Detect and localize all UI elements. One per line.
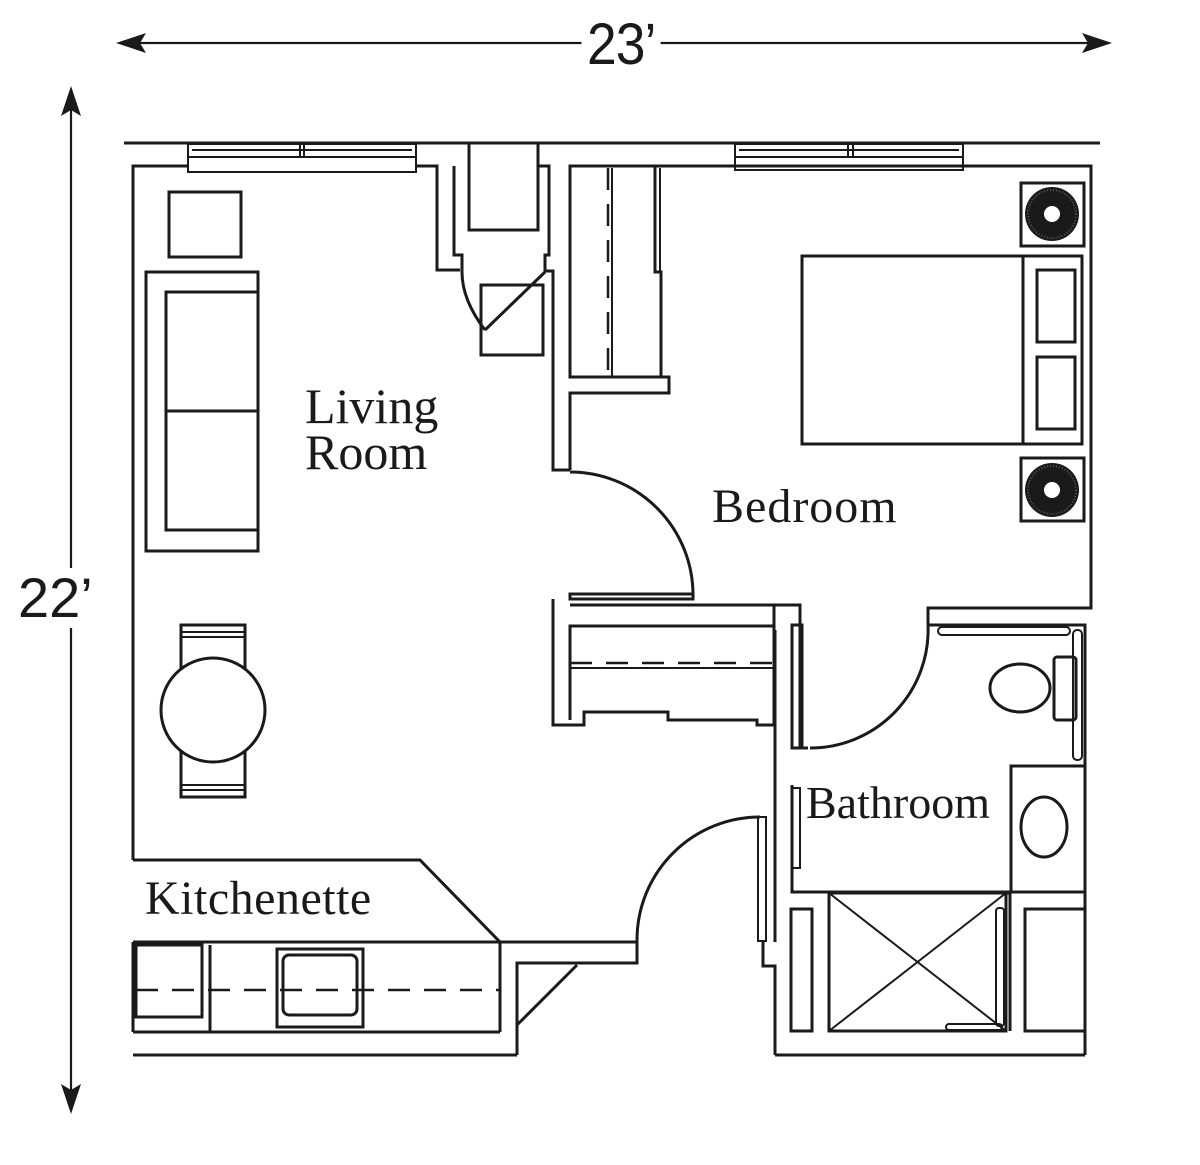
- living-room-label-line1: Living: [305, 378, 439, 434]
- height-dimension-label: 22’: [18, 566, 93, 629]
- bathroom-label: Bathroom: [806, 777, 990, 828]
- toilet: [988, 655, 1078, 722]
- coat-closet: [452, 141, 570, 472]
- hall-closet: [568, 624, 774, 720]
- nightstand-lamp-bottom: [1019, 456, 1086, 523]
- side-table: [167, 190, 243, 259]
- shower: [827, 891, 1008, 1033]
- kitchen-sink: [275, 947, 365, 1029]
- width-dimension-label: 23’: [581, 16, 661, 74]
- bathroom-walls: [773, 603, 1087, 1055]
- kitchenette-label: Kitchenette: [145, 872, 372, 925]
- window-bedroom: [734, 143, 964, 171]
- living-room-label: Living Room: [305, 378, 439, 480]
- wardrobe: [568, 164, 962, 470]
- bedroom-label: Bedroom: [712, 480, 898, 533]
- living-room-label-line2: Room: [305, 424, 428, 480]
- sofa: [144, 270, 260, 553]
- dining-set: [159, 623, 267, 799]
- grab-bars: [937, 626, 1083, 761]
- bathroom-storage: [789, 891, 1087, 1033]
- bathroom-sink: [1009, 764, 1087, 894]
- entry-door: [635, 815, 767, 942]
- kitchenette-counter: [131, 858, 637, 1034]
- bed: [800, 254, 1084, 446]
- window-living: [187, 143, 417, 173]
- nightstand-lamp-top: [1019, 181, 1086, 248]
